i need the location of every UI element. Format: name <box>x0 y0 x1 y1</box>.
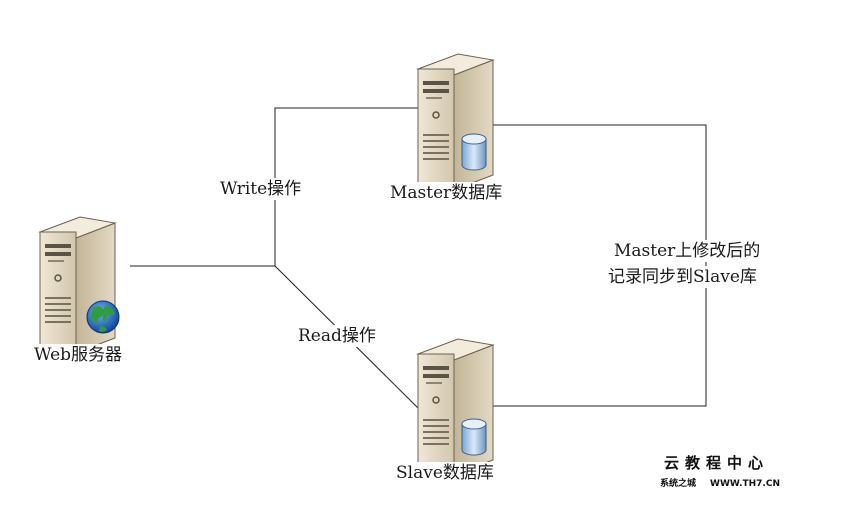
watermark-subtitle: 系统之城 WWW.TH7.CN <box>660 476 794 489</box>
write-line <box>274 107 418 266</box>
sync-line <box>460 124 707 407</box>
master-db-label: Master数据库 <box>390 182 503 204</box>
slave-db-label: Slave数据库 <box>396 462 494 484</box>
watermark-title: 云教程中心 <box>664 454 770 472</box>
sync-description-line2: 记录同步到Slave库 <box>608 266 757 288</box>
sync-description-line1: Master上修改后的 <box>614 240 761 262</box>
web-server-label: Web服务器 <box>34 344 123 366</box>
slave-server-icon <box>417 338 494 476</box>
globe-icon <box>86 300 120 334</box>
web-server-icon <box>39 216 120 354</box>
watermark-left: 系统之城 <box>660 479 697 489</box>
write-operation-label: Write操作 <box>220 178 302 200</box>
read-operation-label: Read操作 <box>298 325 376 347</box>
master-server-icon <box>417 53 494 191</box>
watermark-right: WWW.TH7.CN <box>710 479 780 489</box>
